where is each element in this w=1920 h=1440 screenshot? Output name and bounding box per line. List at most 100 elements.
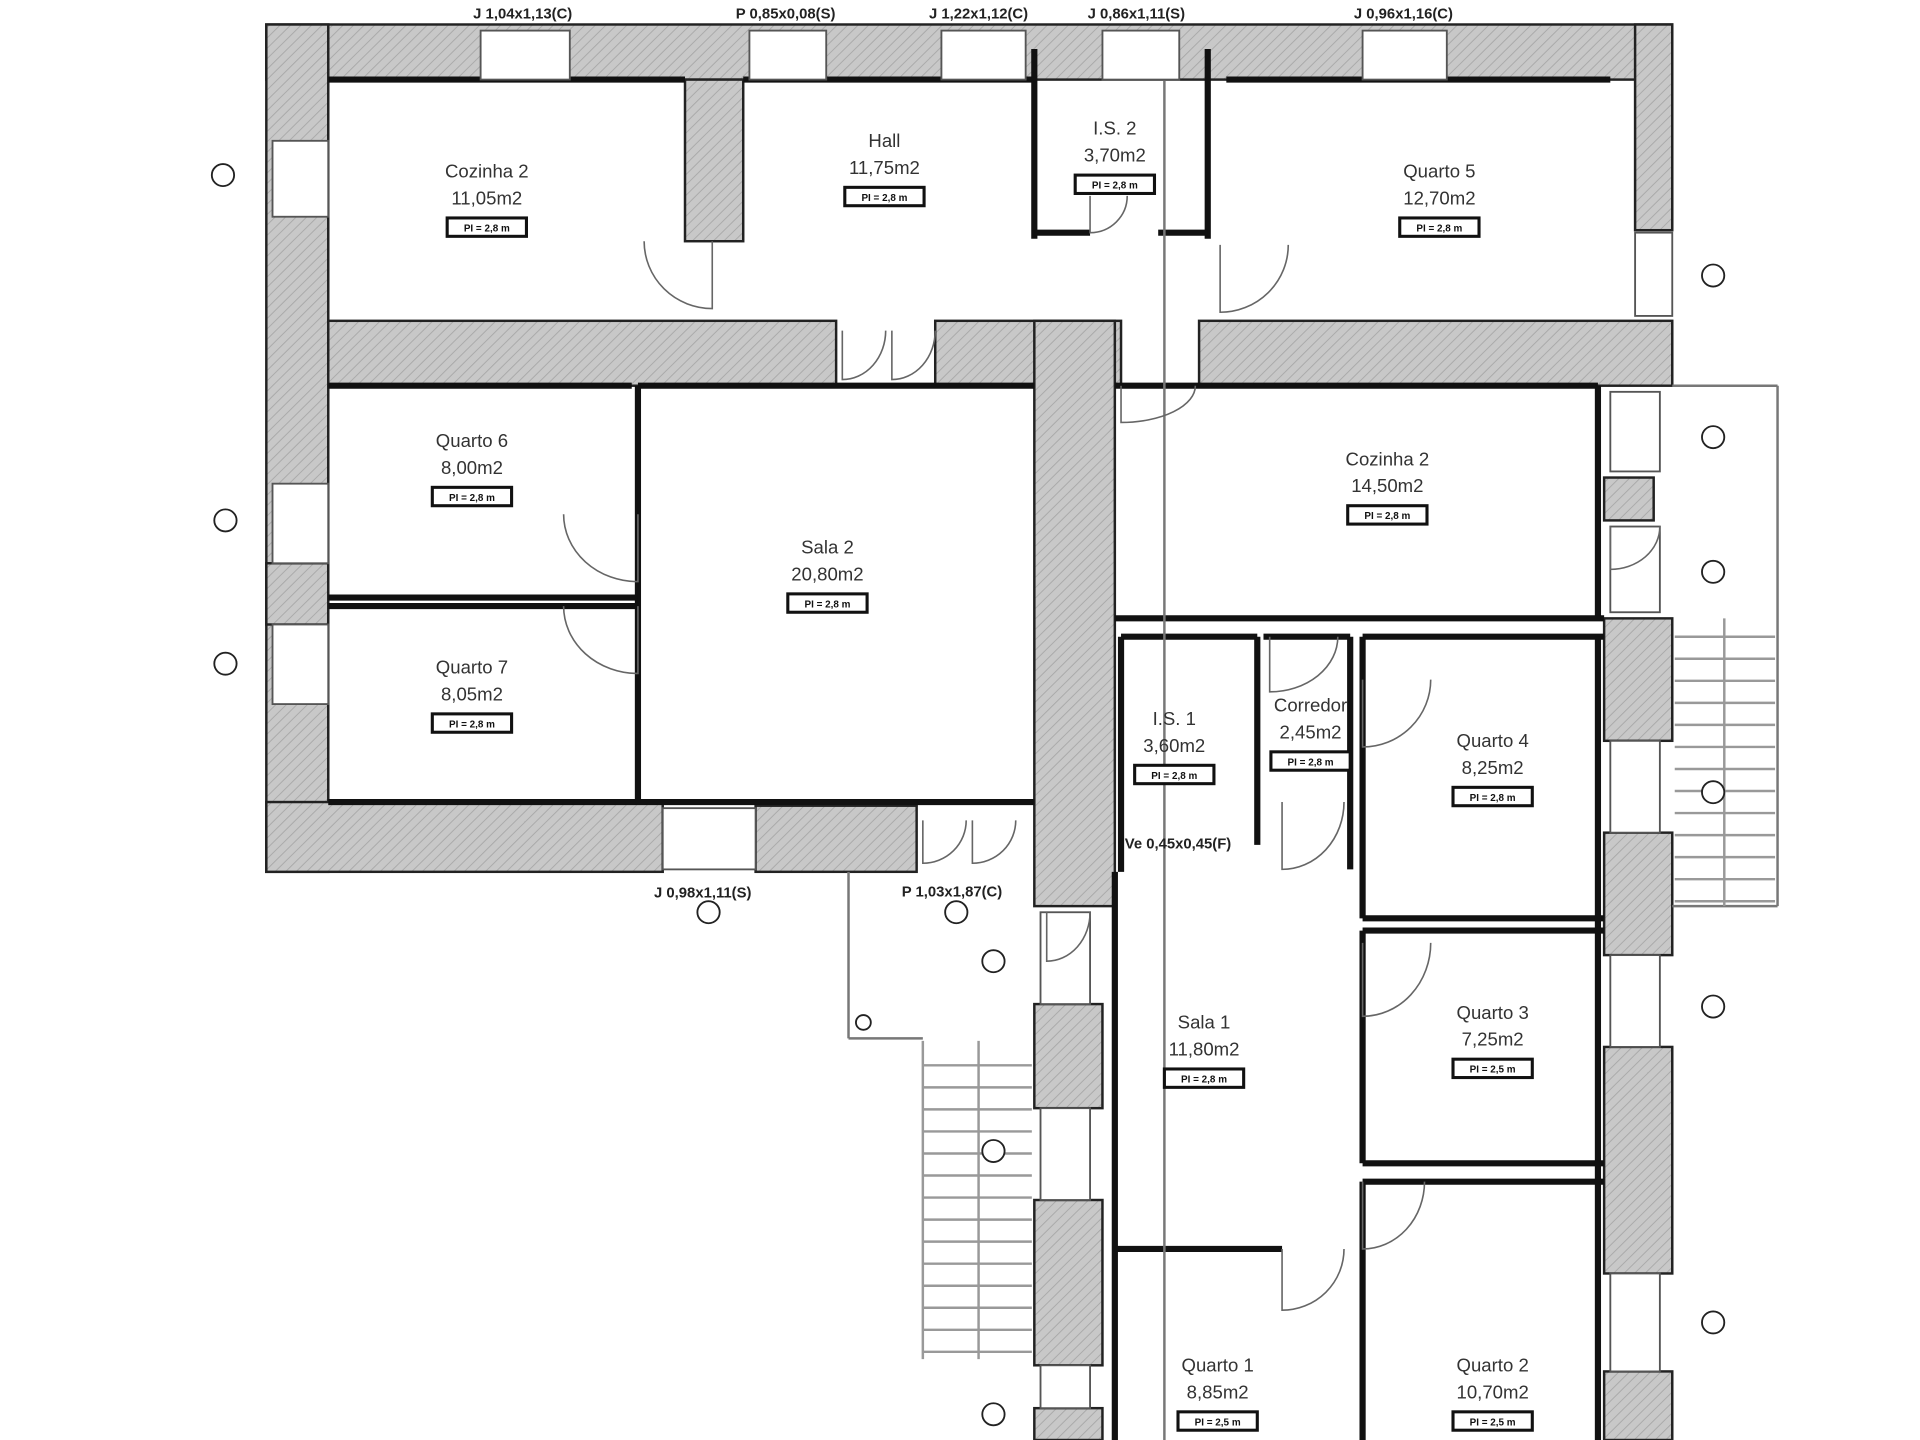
room-name: I.S. 2 bbox=[1093, 118, 1136, 139]
window bbox=[1634, 231, 1674, 317]
window-reference-marker bbox=[1701, 425, 1726, 450]
door-swing bbox=[891, 330, 937, 381]
window bbox=[1039, 1364, 1091, 1410]
wall bbox=[1633, 23, 1674, 232]
ceiling-height-badge bbox=[445, 216, 528, 238]
wall bbox=[1197, 319, 1674, 387]
ceiling-height-text: PI = 2,5 m bbox=[1470, 1417, 1516, 1428]
door-swing bbox=[1361, 1181, 1426, 1250]
ceiling-height-badge bbox=[1451, 1410, 1534, 1432]
opening-labels: J 1,04x1,13(C)P 0,85x0,08(S)J 1,22x1,12(… bbox=[473, 6, 1453, 901]
window-reference-marker bbox=[1701, 780, 1726, 805]
window-reference-marker bbox=[1701, 263, 1726, 288]
opening-label: J 1,04x1,13(C) bbox=[473, 6, 572, 22]
opening-label: J 1,22x1,12(C) bbox=[929, 6, 1028, 22]
ceiling-height-text: PI = 2,8 m bbox=[449, 493, 495, 504]
window bbox=[1101, 29, 1181, 81]
ceiling-height-badge bbox=[430, 485, 514, 508]
door-swing bbox=[1281, 1248, 1345, 1312]
room-name: Sala 1 bbox=[1178, 1012, 1231, 1033]
door-swing bbox=[1268, 636, 1339, 693]
ceiling-height-text: PI = 2,8 m bbox=[1364, 511, 1410, 522]
window-reference-marker bbox=[1701, 1310, 1726, 1335]
door-swing bbox=[922, 820, 967, 865]
drain-icon bbox=[855, 1014, 872, 1031]
room-name: Cozinha 2 bbox=[1346, 448, 1430, 469]
ceiling-height-badge bbox=[843, 185, 926, 208]
window-reference-marker bbox=[1701, 559, 1726, 584]
ceiling-height-badge bbox=[1451, 785, 1534, 808]
door-swing bbox=[1089, 195, 1129, 234]
window bbox=[271, 139, 330, 218]
window bbox=[271, 623, 330, 705]
room-area: 11,80m2 bbox=[1169, 1039, 1240, 1060]
door-swing bbox=[1361, 679, 1432, 748]
wall bbox=[327, 319, 838, 387]
wall bbox=[265, 800, 664, 874]
door-swing bbox=[841, 330, 887, 381]
room-area: 8,25m2 bbox=[1462, 757, 1524, 778]
window bbox=[1039, 1107, 1091, 1201]
room-name: Quarto 5 bbox=[1403, 161, 1475, 182]
room-area: 3,70m2 bbox=[1084, 145, 1146, 166]
room-name: Corredor bbox=[1274, 695, 1347, 716]
ceiling-height-text: PI = 2,8 m bbox=[1181, 1074, 1227, 1085]
room-name: Hall bbox=[868, 130, 900, 151]
door-swing bbox=[562, 606, 639, 675]
window bbox=[1609, 954, 1661, 1048]
ceiling-height-text: PI = 2,8 m bbox=[1470, 793, 1516, 804]
doors bbox=[562, 195, 1661, 1312]
ceiling-height-text: PI = 2,5 m bbox=[1195, 1417, 1241, 1428]
ceiling-height-badge bbox=[786, 592, 869, 614]
window-reference-marker bbox=[981, 1402, 1006, 1427]
window bbox=[1609, 1272, 1661, 1373]
window bbox=[1609, 739, 1661, 834]
window bbox=[1039, 911, 1091, 1006]
opening-label: J 0,96x1,16(C) bbox=[1354, 6, 1453, 22]
wall bbox=[1033, 1406, 1104, 1440]
ceiling-height-badge bbox=[1398, 216, 1481, 238]
room-labels: Cozinha 2 11,05m2 PI = 2,8 m Hall 11,75m2 PI … bbox=[430, 118, 1534, 1432]
wall bbox=[265, 562, 330, 626]
room-area: 11,05m2 bbox=[451, 188, 522, 209]
window bbox=[271, 482, 330, 565]
window-reference-marker bbox=[696, 900, 721, 925]
door-swing bbox=[1281, 802, 1345, 871]
ceiling-height-badge bbox=[1451, 1057, 1534, 1080]
room-area: 14,50m2 bbox=[1351, 475, 1423, 496]
wall bbox=[1602, 476, 1655, 522]
room-name: Quarto 3 bbox=[1457, 1002, 1529, 1023]
room-name: Sala 2 bbox=[801, 537, 854, 558]
opening-label: P 1,03x1,87(C) bbox=[902, 884, 1003, 900]
opening-label: Ve 0,45x0,45(F) bbox=[1125, 837, 1232, 853]
window bbox=[479, 29, 571, 81]
window-reference-marker bbox=[981, 949, 1006, 974]
wall bbox=[1033, 1198, 1104, 1367]
ceiling-height-badge bbox=[1176, 1410, 1259, 1432]
window bbox=[940, 29, 1027, 81]
door-swing bbox=[643, 241, 714, 310]
room-name: Quarto 1 bbox=[1182, 1355, 1254, 1376]
window bbox=[1361, 29, 1448, 81]
wall bbox=[1033, 319, 1117, 908]
ceiling-height-text: PI = 2,8 m bbox=[464, 223, 510, 234]
window-reference-marker bbox=[944, 900, 969, 925]
ceiling-height-badge bbox=[430, 712, 514, 734]
window bbox=[1609, 390, 1661, 473]
ceiling-height-text: PI = 2,8 m bbox=[449, 719, 495, 730]
door-swing bbox=[1045, 912, 1091, 963]
room-area: 20,80m2 bbox=[791, 564, 863, 585]
ceiling-height-text: PI = 2,8 m bbox=[1288, 757, 1334, 768]
room-area: 11,75m2 bbox=[849, 157, 920, 178]
windows bbox=[271, 29, 1674, 1410]
room-area: 8,85m2 bbox=[1187, 1381, 1249, 1402]
wall bbox=[1602, 617, 1674, 743]
room-area: 2,45m2 bbox=[1280, 721, 1342, 742]
ceiling-height-text: PI = 2,8 m bbox=[1416, 223, 1462, 234]
ceiling-height-badge bbox=[1269, 750, 1352, 772]
window-reference-marker bbox=[210, 163, 236, 188]
stairs bbox=[210, 163, 1776, 1427]
room-area: 7,25m2 bbox=[1462, 1029, 1524, 1050]
room-area: 8,05m2 bbox=[441, 684, 503, 705]
